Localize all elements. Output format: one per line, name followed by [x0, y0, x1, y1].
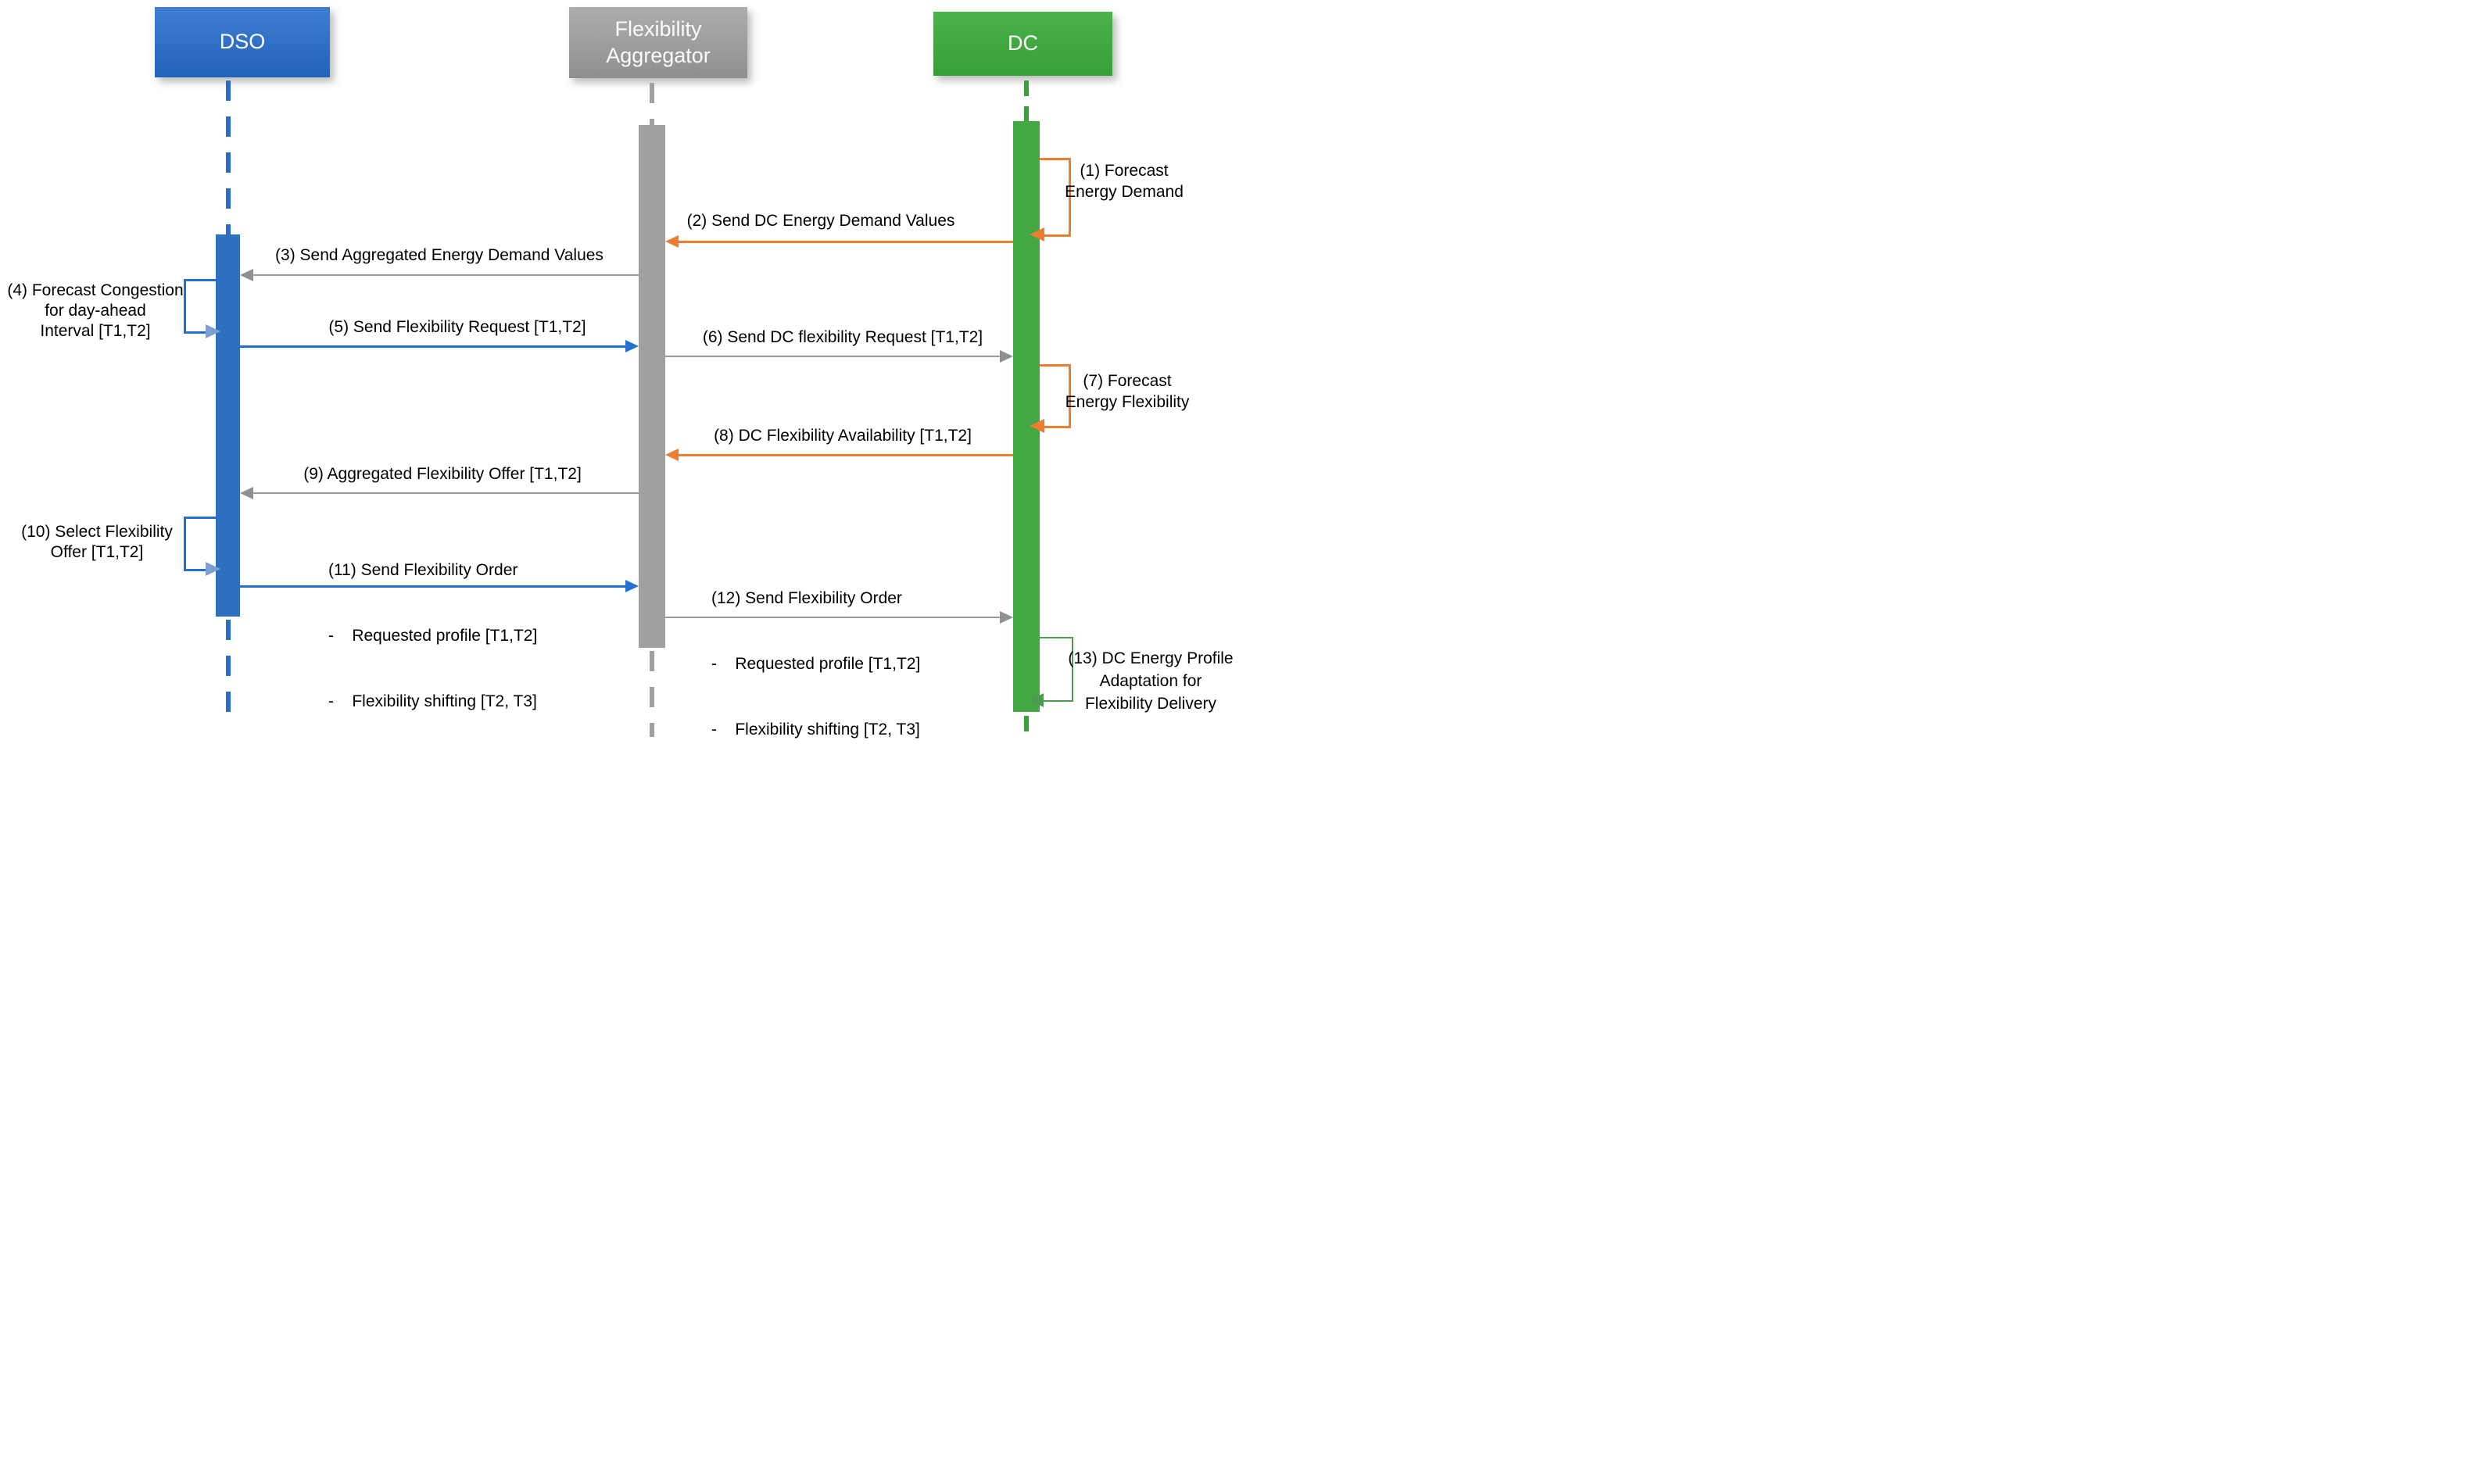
lifeline-dso-bottom [226, 620, 231, 721]
actor-label-dc: DC [1008, 31, 1038, 55]
activation-bar-dso [216, 234, 240, 617]
arrowhead-icon [1030, 227, 1044, 241]
arrowhead-icon [625, 340, 639, 352]
self-loop-7 [1040, 364, 1071, 428]
arrowhead-icon [240, 269, 253, 281]
actor-label-dso: DSO [219, 30, 266, 54]
arrowhead-icon [665, 235, 679, 248]
arrowhead-icon [665, 449, 679, 461]
arrowhead-icon [206, 324, 220, 338]
message-5-label: (5) Send Flexibility Request [T1,T2] [328, 318, 586, 336]
self-loop-10 [184, 517, 216, 571]
lifeline-dc-top [1024, 80, 1029, 121]
message-12-label: (12) Send Flexibility Order - Requested … [711, 589, 921, 738]
self-loop-1 [1040, 158, 1071, 237]
lifeline-dc-bottom [1024, 716, 1029, 741]
arrowhead-icon [625, 580, 639, 592]
self-loop-13 [1040, 637, 1073, 702]
lifeline-aggregator-top [650, 83, 654, 125]
arrowhead-icon [1030, 419, 1044, 433]
arrowhead-icon [1000, 611, 1013, 624]
sequence-diagram: DSO Flexibility Aggregator DC (1) Foreca… [0, 0, 1244, 742]
actor-label-aggregator: Aggregator [606, 43, 711, 67]
self-loop-4 [184, 279, 216, 334]
arrowhead-icon [1030, 693, 1044, 707]
activation-bar-dc [1013, 121, 1040, 712]
message-9-label: (9) Aggregated Flexibility Offer [T1,T2] [303, 465, 582, 483]
message-2-label: (2) Send DC Energy Demand Values [686, 212, 955, 230]
lifeline-aggregator-bottom [650, 651, 654, 737]
message-13-label: (13) DC Energy Profile Adaptation for Fl… [1068, 649, 1234, 713]
message-11-label: (11) Send Flexibility Order - Requested … [328, 561, 538, 710]
message-7-label: (7) Forecast Energy Flexibility [1065, 372, 1190, 411]
message-1-label: (1) Forecast Energy Demand [1065, 162, 1184, 201]
actor-box-dso: DSO [155, 7, 330, 77]
message-4-label: (4) Forecast Congestion for day-ahead In… [7, 281, 184, 340]
message-6-label: (6) Send DC flexibility Request [T1,T2] [702, 328, 983, 346]
actor-box-dc: DC [933, 12, 1112, 76]
message-8-label: (8) DC Flexibility Availability [T1,T2] [714, 427, 972, 445]
message-3-label: (3) Send Aggregated Energy Demand Values [275, 246, 603, 264]
actor-label-flexibility: Flexibility [614, 16, 702, 41]
arrowhead-icon [1000, 350, 1013, 363]
activation-bar-aggregator [639, 125, 665, 648]
arrowhead-icon [240, 487, 253, 499]
lifeline-dso-top [226, 80, 231, 234]
actor-box-flexibility-aggregator: Flexibility Aggregator [569, 7, 747, 78]
message-10-label: (10) Select Flexibility Offer [T1,T2] [21, 523, 173, 561]
arrowhead-icon [206, 562, 220, 576]
